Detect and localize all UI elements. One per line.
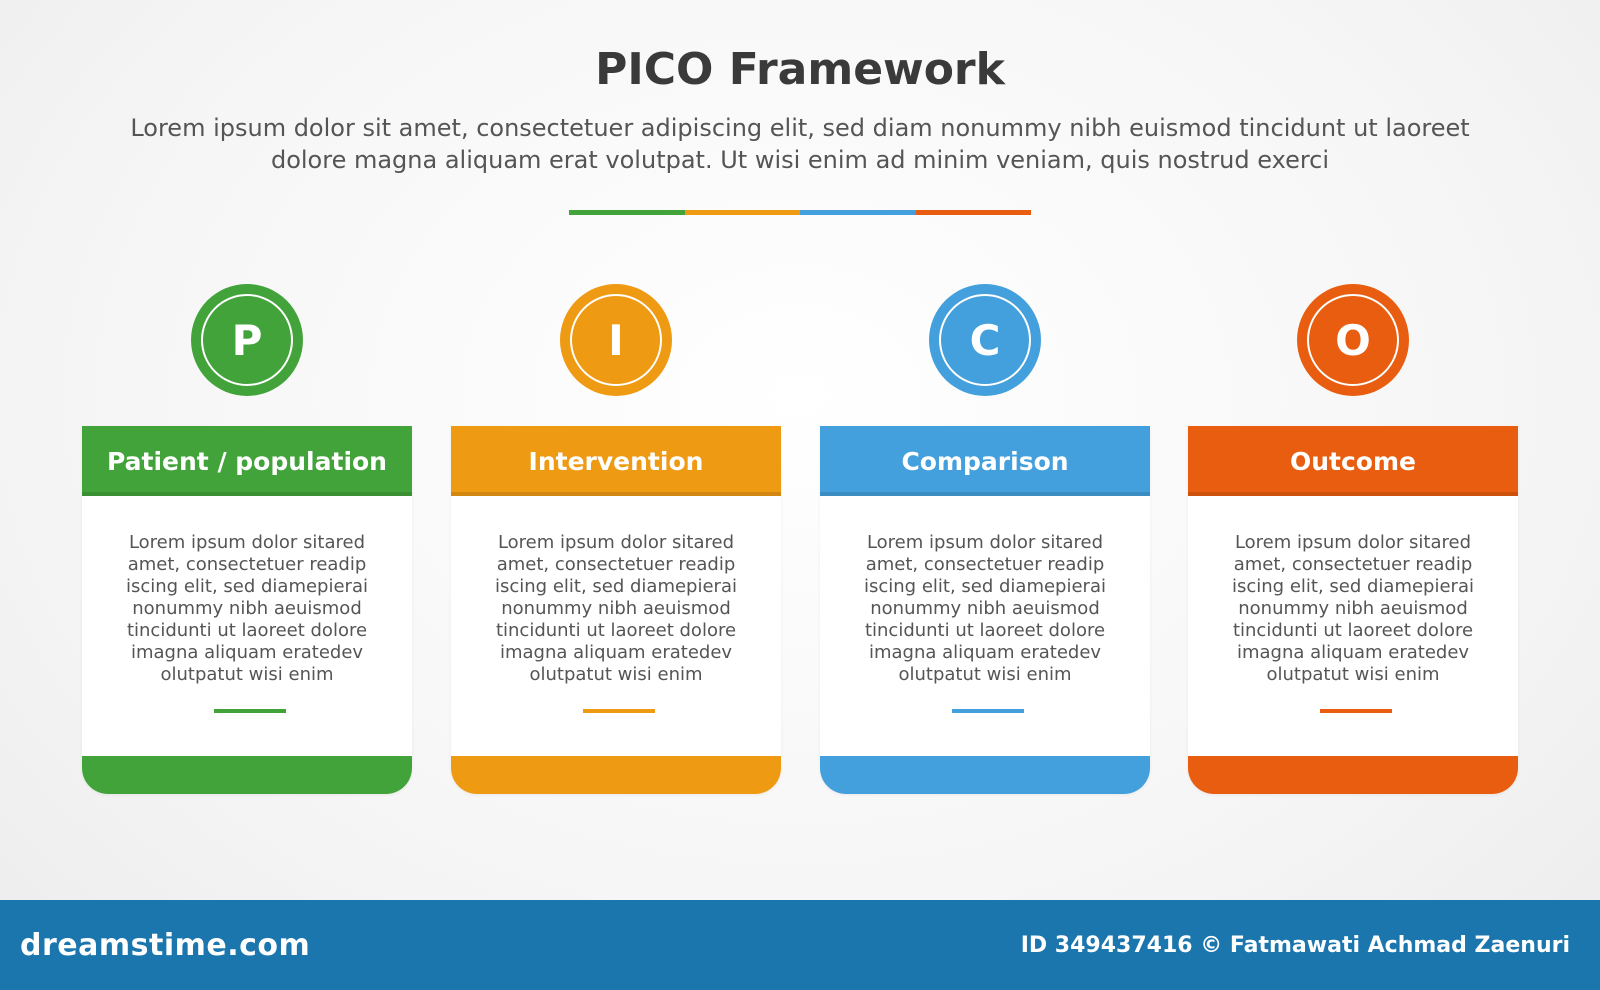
column-comparison: C Comparison Lorem ipsum dolor sitared a… (820, 284, 1150, 794)
card-intervention: Intervention Lorem ipsum dolor sitared a… (451, 426, 781, 794)
card-header: Outcome (1188, 426, 1518, 496)
card-body-text: Lorem ipsum dolor sitared amet, consecte… (1231, 532, 1474, 685)
card-footer-band (451, 756, 781, 794)
letter-i: I (570, 294, 662, 386)
card-header: Patient / population (82, 426, 412, 496)
card-accent-line (1320, 709, 1392, 713)
divider-segment-p (569, 210, 685, 215)
watermark-bar: dreamstime.com ID 349437416 © Fatmawati … (0, 900, 1600, 990)
page-title: PICO Framework (595, 44, 1005, 95)
color-divider (569, 210, 1031, 215)
page-subtitle: Lorem ipsum dolor sit amet, consectetuer… (130, 114, 1470, 174)
letter-p: P (201, 294, 293, 386)
divider-segment-i (684, 210, 800, 215)
letter-badge-p: P (191, 284, 303, 396)
card-footer-band (820, 756, 1150, 794)
card-body-text: Lorem ipsum dolor sitared amet, consecte… (494, 532, 737, 685)
letter-o: O (1307, 294, 1399, 386)
letter-badge-o: O (1297, 284, 1409, 396)
pico-columns: P Patient / population Lorem ipsum dolor… (82, 284, 1518, 794)
card-patient: Patient / population Lorem ipsum dolor s… (82, 426, 412, 794)
divider-segment-c (800, 210, 916, 215)
card-accent-line (214, 709, 286, 713)
column-outcome: O Outcome Lorem ipsum dolor sitared amet… (1188, 284, 1518, 794)
column-patient: P Patient / population Lorem ipsum dolor… (82, 284, 412, 794)
letter-badge-i: I (560, 284, 672, 396)
card-outcome: Outcome Lorem ipsum dolor sitared amet, … (1188, 426, 1518, 794)
card-body-text: Lorem ipsum dolor sitared amet, consecte… (125, 532, 368, 685)
header: PICO Framework Lorem ipsum dolor sit ame… (0, 40, 1600, 176)
card-body-text: Lorem ipsum dolor sitared amet, consecte… (863, 532, 1106, 685)
image-credit: ID 349437416 © Fatmawati Achmad Zaenuri (1020, 932, 1570, 958)
card-header: Comparison (820, 426, 1150, 496)
letter-c: C (939, 294, 1031, 386)
card-footer-band (1188, 756, 1518, 794)
card-footer-band (82, 756, 412, 794)
card-comparison: Comparison Lorem ipsum dolor sitared ame… (820, 426, 1150, 794)
column-intervention: I Intervention Lorem ipsum dolor sitared… (451, 284, 781, 794)
card-accent-line (583, 709, 655, 713)
dreamstime-logo: dreamstime.com (20, 927, 311, 963)
card-header: Intervention (451, 426, 781, 496)
card-accent-line (952, 709, 1024, 713)
letter-badge-c: C (929, 284, 1041, 396)
divider-segment-o (915, 210, 1031, 215)
